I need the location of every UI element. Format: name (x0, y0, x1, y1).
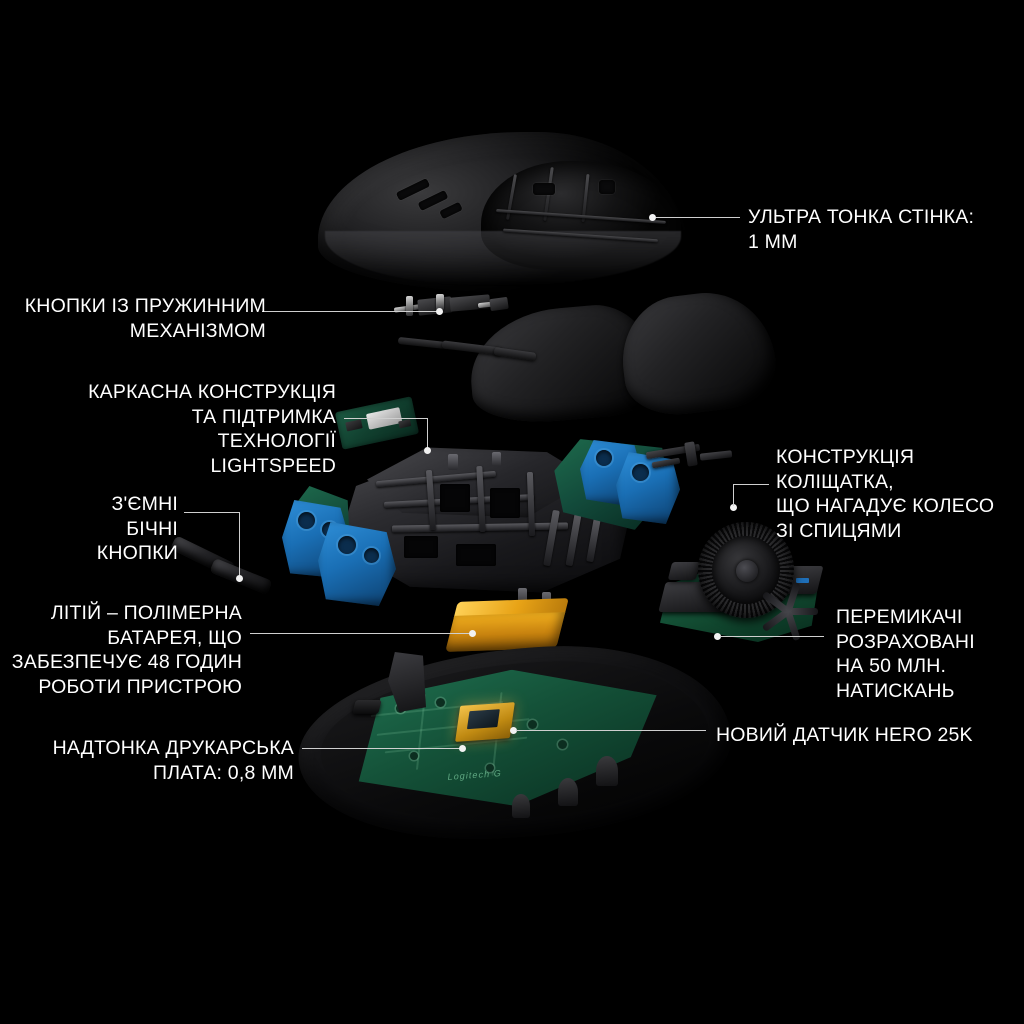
callout-wheel-construction: КОНСТРУКЦІЯ КОЛІЩАТКА, ЩО НАГАДУЄ КОЛЕСО… (776, 446, 995, 542)
removable-side-buttons-part (170, 535, 290, 603)
leader-dot-ultrathin-pcb (459, 745, 466, 752)
leader-dot-battery (469, 630, 476, 637)
leader-dot-hero-sensor (510, 727, 517, 734)
callout-battery: ЛІТІЙ – ПОЛІМЕРНА БАТАРЕЯ, ЩО ЗАБЕЗПЕЧУЄ… (11, 602, 242, 698)
callout-switches-rating: ПЕРЕМИКАЧІ РОЗРАХОВАНІ НА 50 МЛН. НАТИСК… (836, 606, 975, 702)
internal-chassis-part (332, 440, 644, 622)
callout-ultrathin-pcb: НАДТОНКА ДРУКАРСЬКА ПЛАТА: 0,8 ММ (52, 737, 294, 784)
callout-ultra-thin-wall: УЛЬТРА ТОНКА СТІНКА: 1 ММ (748, 206, 975, 253)
leader-dot-lightspeed (424, 447, 431, 454)
mouse-bottom-shell-part: Logitech G (291, 633, 739, 853)
leader-line-wheel-v (733, 484, 735, 506)
leader-line-switches (720, 636, 824, 638)
scroll-wheel-assembly-part (656, 516, 832, 656)
leader-line-side-buttons-h (184, 512, 240, 514)
button-arms-part (397, 330, 548, 366)
leader-line-lightspeed-v (427, 418, 429, 450)
blue-frame-left-lower-part (318, 522, 396, 606)
leader-dot-ultra-thin-wall (649, 214, 656, 221)
leader-line-hero-sensor (516, 730, 706, 732)
battery-part (445, 598, 569, 652)
spring-mechanism-part (392, 292, 512, 344)
leader-dot-spring-buttons (436, 308, 443, 315)
mouse-top-shell-part (318, 132, 688, 292)
leader-dot-switches (714, 633, 721, 640)
callout-removable-side-buttons: З'ЄМНІ БІЧНІ КНОПКИ (96, 493, 178, 564)
leader-line-side-buttons-v (239, 512, 241, 578)
callout-hero-sensor: НОВИЙ ДАТЧИК HERO 25K (716, 724, 973, 746)
leader-line-lightspeed-h (344, 418, 428, 420)
callout-frame-lightspeed: КАРКАСНА КОНСТРУКЦІЯ ТА ПІДТРИМКА ТЕХНОЛ… (88, 381, 336, 477)
right-bracket-part (645, 440, 733, 482)
leader-dot-wheel (730, 504, 737, 511)
hero-sensor-part (455, 702, 515, 742)
callout-spring-buttons: КНОПКИ ІЗ ПРУЖИННИМ МЕХАНІЗМОМ (24, 295, 266, 342)
leader-line-wheel-h (733, 484, 769, 486)
leader-line-ultrathin-pcb (302, 748, 462, 750)
leader-line-spring-buttons (262, 311, 438, 313)
leader-line-battery (250, 633, 472, 635)
leader-line-ultra-thin-wall (656, 217, 740, 219)
leader-dot-side-buttons (236, 575, 243, 582)
